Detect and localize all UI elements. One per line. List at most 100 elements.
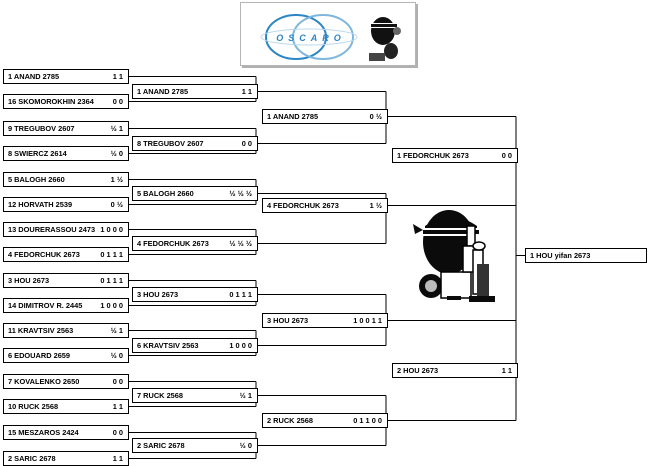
player-score: 0 1 1 0 0: [353, 416, 382, 425]
round2-slot: 7 RUCK 2568 ½ 1: [132, 388, 258, 403]
player-name: 1 ANAND 2785: [137, 87, 189, 96]
player-score: 0 ½: [369, 112, 382, 121]
round1-slot: 10 RUCK 2568 1 1: [3, 399, 129, 414]
player-score: 1 1: [112, 454, 123, 463]
corsican-emblem: [407, 160, 515, 360]
round2-slot: 3 HOU 2673 0 1 1 1: [132, 287, 258, 302]
player-score: 0 0: [501, 151, 512, 160]
round1-slot: 14 DIMITROV R. 2445 1 0 0 0: [3, 298, 129, 313]
round3-slot: 4 FEDORCHUK 2673 1 ½: [262, 198, 388, 213]
round3-slot: 2 RUCK 2568 0 1 1 0 0: [262, 413, 388, 428]
player-score: 0 1 1 1: [100, 276, 123, 285]
player-name: 6 EDOUARD 2659: [8, 351, 71, 360]
player-name: 9 TREGUBOV 2607: [8, 124, 75, 133]
round1-slot: 13 DOURERASSOU 2473 1 0 0 0: [3, 222, 129, 237]
player-score: 1 1: [501, 366, 512, 375]
player-score: 0 ½: [110, 200, 123, 209]
round1-slot: 1 ANAND 2785 1 1: [3, 69, 129, 84]
player-score: ½ 1: [239, 391, 252, 400]
round1-slot: 8 SWIERCZ 2614 ½ 0: [3, 146, 129, 161]
player-score: 0 0: [112, 377, 123, 386]
player-name: 6 KRAVTSIV 2563: [137, 341, 199, 350]
round1-slot: 15 MESZAROS 2424 0 0: [3, 425, 129, 440]
player-score: 0 0: [241, 139, 252, 148]
player-name: 14 DIMITROV R. 2445: [8, 301, 83, 310]
player-name: 4 FEDORCHUK 2673: [8, 250, 80, 259]
corsican-head-icon: [369, 17, 401, 61]
player-name: 8 SWIERCZ 2614: [8, 149, 67, 158]
player-name: 2 RUCK 2568: [267, 416, 314, 425]
round1-slot: 6 EDOUARD 2659 ½ 0: [3, 348, 129, 363]
player-name: 7 RUCK 2568: [137, 391, 184, 400]
player-score: ½ 1: [110, 326, 123, 335]
round4-slot: 2 HOU 2673 1 1: [392, 363, 518, 378]
player-score: 1 ½: [369, 201, 382, 210]
player-score: ½ 0: [110, 149, 123, 158]
round2-slot: 2 SARIC 2678 ½ 0: [132, 438, 258, 453]
round4-slot: 1 FEDORCHUK 2673 0 0: [392, 148, 518, 163]
player-score: 1 0 0 1 1: [353, 316, 382, 325]
player-score: 0 1 1 1: [229, 290, 252, 299]
player-name: 5 BALOGH 2660: [8, 175, 65, 184]
moor-head-chess-icon: [413, 210, 495, 302]
player-score: ½ 1: [110, 124, 123, 133]
player-score: 0 0: [112, 97, 123, 106]
player-name: 1 ANAND 2785: [267, 112, 319, 121]
player-score: 1 1: [241, 87, 252, 96]
round1-slot: 11 KRAVTSIV 2563 ½ 1: [3, 323, 129, 338]
player-name: 1 HOU yifan 2673: [530, 251, 591, 260]
player-score: 1 0 0 0: [229, 341, 252, 350]
winner-slot: 1 HOU yifan 2673: [525, 248, 647, 263]
player-name: 13 DOURERASSOU 2473: [8, 225, 96, 234]
player-score: ½ 0: [110, 351, 123, 360]
sponsor-logo-text: OSCARO: [276, 33, 346, 43]
player-name: 15 MESZAROS 2424: [8, 428, 79, 437]
player-score: 1 0 0 0: [100, 225, 123, 234]
player-score: ½ ½ ½: [229, 239, 252, 248]
player-name: 12 HORVATH 2539: [8, 200, 73, 209]
round1-slot: 3 HOU 2673 0 1 1 1: [3, 273, 129, 288]
round1-slot: 7 KOVALENKO 2650 0 0: [3, 374, 129, 389]
player-name: 3 HOU 2673: [8, 276, 50, 285]
player-name: 4 FEDORCHUK 2673: [137, 239, 209, 248]
player-name: 2 SARIC 2678: [8, 454, 56, 463]
oscaro-logo-icon: [260, 14, 358, 60]
round2-slot: 4 FEDORCHUK 2673 ½ ½ ½: [132, 236, 258, 251]
round2-slot: 5 BALOGH 2660 ½ ½ ½: [132, 186, 258, 201]
player-name: 4 FEDORCHUK 2673: [267, 201, 339, 210]
round2-slot: 8 TREGUBOV 2607 0 0: [132, 136, 258, 151]
round1-slot: 2 SARIC 2678 1 1: [3, 451, 129, 466]
player-name: 5 BALOGH 2660: [137, 189, 194, 198]
player-name: 1 ANAND 2785: [8, 72, 60, 81]
player-name: 11 KRAVTSIV 2563: [8, 326, 74, 335]
player-name: 8 TREGUBOV 2607: [137, 139, 204, 148]
round1-slot: 16 SKOMOROKHIN 2364 0 0: [3, 94, 129, 109]
round3-slot: 3 HOU 2673 1 0 0 1 1: [262, 313, 388, 328]
player-score: ½ ½ ½: [229, 189, 252, 198]
player-name: 10 RUCK 2568: [8, 402, 59, 411]
player-score: 1 ½: [110, 175, 123, 184]
player-name: 2 HOU 2673: [397, 366, 439, 375]
sponsor-logo: OSCARO: [240, 2, 416, 66]
round1-slot: 9 TREGUBOV 2607 ½ 1: [3, 121, 129, 136]
player-score: 0 1 1 1: [100, 250, 123, 259]
player-score: 0 0: [112, 428, 123, 437]
player-score: 1 0 0 0: [100, 301, 123, 310]
player-name: 1 FEDORCHUK 2673: [397, 151, 469, 160]
player-name: 3 HOU 2673: [267, 316, 309, 325]
player-name: 2 SARIC 2678: [137, 441, 185, 450]
round2-slot: 6 KRAVTSIV 2563 1 0 0 0: [132, 338, 258, 353]
round1-slot: 4 FEDORCHUK 2673 0 1 1 1: [3, 247, 129, 262]
round3-slot: 1 ANAND 2785 0 ½: [262, 109, 388, 124]
player-name: 16 SKOMOROKHIN 2364: [8, 97, 94, 106]
player-name: 3 HOU 2673: [137, 290, 179, 299]
player-name: 7 KOVALENKO 2650: [8, 377, 80, 386]
round2-slot: 1 ANAND 2785 1 1: [132, 84, 258, 99]
player-score: 1 1: [112, 402, 123, 411]
round1-slot: 12 HORVATH 2539 0 ½: [3, 197, 129, 212]
player-score: ½ 0: [239, 441, 252, 450]
round1-slot: 5 BALOGH 2660 1 ½: [3, 172, 129, 187]
player-score: 1 1: [112, 72, 123, 81]
